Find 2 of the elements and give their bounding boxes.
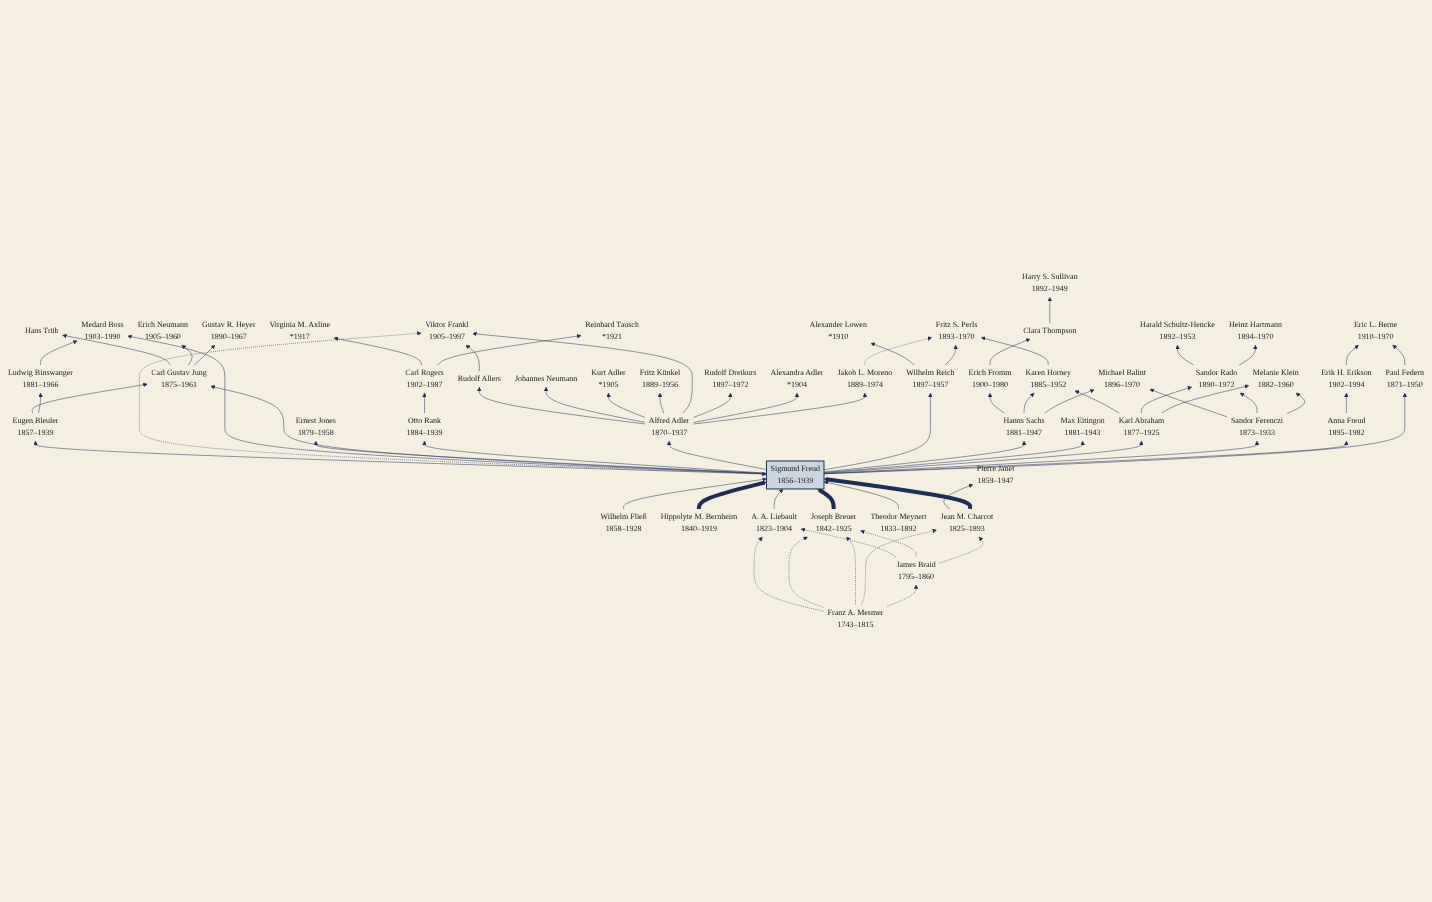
- arrow: [817, 488, 836, 510]
- arrow: [696, 480, 767, 510]
